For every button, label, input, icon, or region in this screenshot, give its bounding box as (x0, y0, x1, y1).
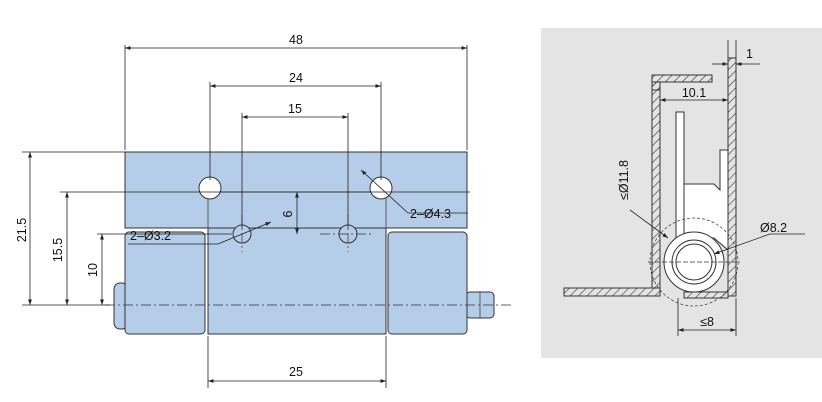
knuckle-right (387, 231, 468, 335)
dim-hole-spacing-inner: 15 (288, 102, 302, 116)
dim-pin-dia: Ø8.2 (760, 221, 787, 235)
knuckle-center (207, 227, 387, 335)
dim-bottom-clearance: ≤8 (700, 315, 714, 329)
dim-leaf-width: 10.1 (682, 86, 706, 100)
dim-knuckle-width: 25 (289, 365, 303, 379)
outer-hole-left (198, 176, 222, 200)
front-view: 48 24 15 21.5 15.5 10 6 25 2–Ø4.3 2–Ø3.2 (15, 33, 512, 388)
dim-overall-width: 48 (289, 33, 303, 47)
knuckle-left (124, 231, 206, 335)
dim-overall-height: 21.5 (15, 218, 29, 242)
dim-thickness: 1 (746, 47, 753, 61)
dim-outer-hole-height: 15.5 (51, 238, 65, 262)
dim-hole-offset: 6 (281, 210, 295, 217)
dim-swing-dia: ≤Ø11.8 (617, 160, 631, 200)
dim-hole-spacing-outer: 24 (289, 71, 303, 85)
dim-inner-hole-dia: 2–Ø3.2 (130, 229, 171, 243)
dim-outer-hole-dia: 2–Ø4.3 (410, 207, 451, 221)
dim-inner-hole-height: 10 (86, 263, 100, 277)
side-view: 1 10.1 ≤Ø11.8 Ø8.2 ≤8 (541, 28, 822, 358)
